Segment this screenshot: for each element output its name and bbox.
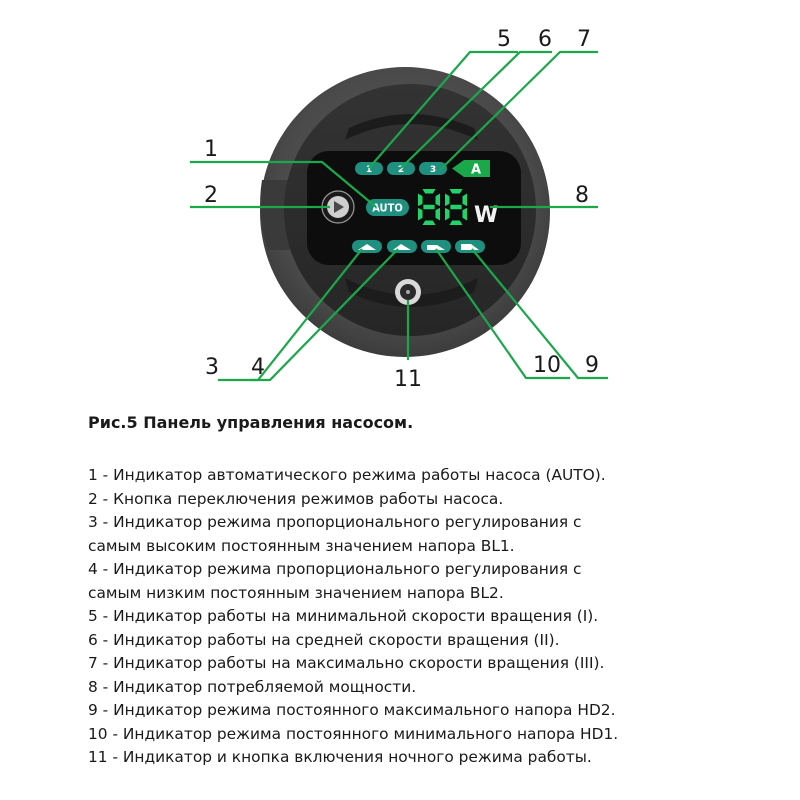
legend-line: 9 - Индикатор режима постоянного максима… — [88, 701, 616, 719]
legend-line: 7 - Индикатор работы на максимально скор… — [88, 654, 605, 672]
callout-number-4: 4 — [251, 355, 265, 380]
leader-line-9 — [471, 248, 608, 380]
callout-number-3: 3 — [205, 355, 219, 380]
legend-line: 5 - Индикатор работы на минимальной скор… — [88, 607, 599, 625]
legend-line: 2 - Кнопка переключения режимов работы н… — [88, 489, 504, 508]
speed-indicator-2: 2 — [387, 162, 415, 175]
digit-2-segment-f — [445, 193, 450, 207]
top-groove — [345, 114, 478, 140]
mode-indicator-hd1 — [421, 240, 451, 253]
digit-2-segment-a — [449, 189, 463, 194]
callout-number-2: 2 — [204, 183, 218, 208]
mode-indicator-hd2 — [455, 240, 485, 253]
display-panel — [307, 151, 521, 265]
legend-line: самым высоким постоянным значением напор… — [88, 536, 515, 555]
mode-indicator-bl1 — [352, 240, 382, 253]
speed-indicator-3-label: 3 — [430, 165, 436, 175]
digit-1-segment-b — [435, 193, 440, 207]
digit-1-segment-g — [423, 204, 435, 210]
digit-2-segment-g — [450, 204, 462, 210]
figure-caption: Рис.5 Панель управления насосом. — [88, 413, 414, 432]
legend-line: самым низким постоянным значением напора… — [88, 583, 504, 602]
night-mode-button[interactable] — [395, 279, 421, 305]
leader-line-6 — [400, 50, 552, 169]
legend-line: 4 - Индикатор режима пропорционального р… — [88, 560, 582, 578]
legend-list: 1 - Индикатор автоматического режима раб… — [88, 464, 788, 770]
digit-2-segment-b — [462, 193, 467, 207]
digit-1-segment-d — [422, 220, 436, 225]
digit-1-segment-a — [422, 189, 436, 194]
callout-number-8: 8 — [575, 183, 589, 208]
callout-number-6: 6 — [538, 27, 552, 52]
digit-1-segment-c — [435, 207, 440, 221]
digit-2-segment-c — [462, 207, 467, 221]
legend-line: 10 - Индикатор режима постоянного минима… — [88, 724, 619, 743]
callout-number-9: 9 — [585, 353, 599, 378]
digit-1-segment-f — [418, 193, 423, 207]
leader-line-1 — [190, 160, 377, 208]
mode-indicator-bl2 — [387, 240, 417, 253]
digit-2-segment-d — [449, 220, 463, 225]
speed-indicator-2-label: 2 — [398, 165, 404, 175]
callout-number-10: 10 — [533, 353, 561, 378]
legend-line: 8 - Индикатор потребляемой мощности. — [88, 677, 417, 696]
digit-2-segment-e — [445, 207, 450, 221]
speed-indicator-1-label: 1 — [366, 165, 372, 175]
callout-number-11: 11 — [394, 367, 422, 392]
legend-line: 6 - Индикатор работы на средней скорости… — [88, 630, 560, 649]
legend-line: 11 - Индикатор и кнопка включения ночног… — [88, 748, 592, 766]
leader-line-7 — [439, 50, 598, 171]
auto-indicator: AUTO — [366, 199, 409, 216]
legend-line: 3 - Индикатор режима пропорционального р… — [88, 513, 582, 531]
mode-switch-button[interactable] — [321, 190, 355, 224]
legend-line: 1 - Индикатор автоматического режима раб… — [88, 466, 606, 484]
digit-1-segment-e — [418, 207, 423, 221]
pump-control-panel-diagram: 1 2 3 A AUTO W — [190, 27, 608, 392]
leader-line-10 — [435, 248, 570, 380]
play-icon — [334, 201, 344, 213]
auto-mode-badge-letter: A — [471, 163, 481, 178]
auto-indicator-label: AUTO — [372, 202, 403, 215]
bottom-groove — [345, 278, 478, 307]
bezel-side-shadow — [260, 180, 290, 250]
auto-mode-badge: A — [452, 160, 490, 178]
power-display-digits — [418, 189, 467, 225]
speed-indicator-3: 3 — [419, 162, 447, 175]
callout-number-5: 5 — [497, 27, 511, 52]
callout-leader-lines — [190, 50, 608, 382]
callout-number-1: 1 — [204, 137, 218, 162]
leader-line-4 — [250, 248, 399, 382]
callout-number-7: 7 — [577, 27, 591, 52]
speed-indicator-1: 1 — [355, 162, 383, 175]
leader-line-5 — [368, 50, 518, 169]
